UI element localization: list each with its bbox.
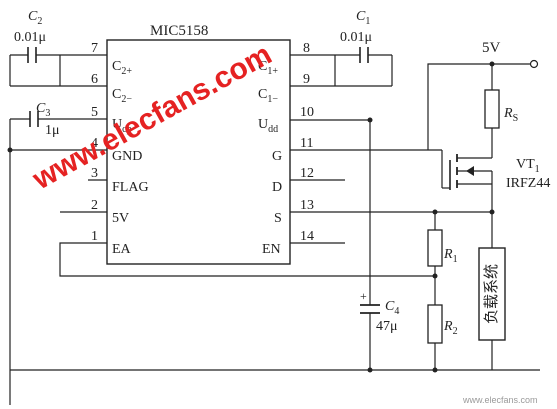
c1-label: C1 bbox=[356, 9, 370, 27]
resistor-rs bbox=[484, 89, 500, 129]
c1-value: 0.01μ bbox=[340, 30, 372, 45]
c2-label: C2 bbox=[28, 9, 42, 27]
pin-9-number: 9 bbox=[303, 72, 310, 87]
pin-10-label: Udd bbox=[258, 117, 278, 135]
junction-gnd-left bbox=[7, 147, 13, 153]
pin-11-label: G bbox=[272, 149, 282, 164]
watermark-corner: www.elecfans.com bbox=[462, 395, 538, 405]
pin-11-number: 11 bbox=[300, 136, 313, 151]
r1-label: R1 bbox=[443, 247, 458, 265]
c2-value: 0.01μ bbox=[14, 30, 46, 45]
rs-label: RS bbox=[503, 106, 518, 124]
pin-8-number: 8 bbox=[303, 41, 310, 56]
pin-5-label: Ucp bbox=[112, 117, 132, 135]
pin-10-number: 10 bbox=[300, 105, 314, 120]
watermark-main: www.elecfans.com bbox=[27, 38, 278, 197]
resistor-r2 bbox=[427, 304, 443, 344]
pin-4-label: GND bbox=[112, 149, 142, 164]
pin-7-label: C2+ bbox=[112, 59, 132, 77]
pin-6-number: 6 bbox=[91, 72, 98, 87]
supply-terminal bbox=[529, 59, 539, 69]
pin-9-label: C1− bbox=[258, 87, 278, 105]
mosfet-vt1 bbox=[441, 150, 493, 212]
pin-3-number: 3 bbox=[91, 166, 98, 181]
ic-name: MIC5158 bbox=[150, 23, 208, 39]
vt1-part: IRFZ44 bbox=[506, 176, 550, 191]
pin-7-number: 7 bbox=[91, 41, 98, 56]
pin-8-label: C1+ bbox=[258, 59, 278, 77]
pin-13-number: 13 bbox=[300, 198, 314, 213]
capacitor-c2 bbox=[9, 47, 61, 87]
pin-1-label: EA bbox=[112, 242, 132, 257]
junction-gnd-r2 bbox=[432, 367, 438, 373]
pin-14-label: EN bbox=[262, 242, 281, 257]
r2-label: R2 bbox=[443, 319, 458, 337]
pin-12-label: D bbox=[272, 180, 282, 195]
c4-polarity: + bbox=[360, 289, 367, 303]
wire-supply bbox=[427, 63, 530, 150]
pin-14-number: 14 bbox=[300, 229, 314, 244]
pin-2-number: 2 bbox=[91, 198, 98, 213]
pin-12-number: 12 bbox=[300, 166, 314, 181]
capacitor-c1 bbox=[334, 47, 393, 87]
c4-label: C4 bbox=[385, 299, 399, 317]
c3-label: C3 bbox=[36, 101, 50, 119]
pin-13-label: S bbox=[274, 211, 282, 226]
wire-ea-feedback bbox=[59, 242, 435, 277]
c3-value: 1μ bbox=[45, 123, 60, 138]
capacitor-c3 bbox=[9, 111, 60, 370]
load-system-label: 负载系统 bbox=[483, 264, 500, 324]
junction-gnd-c4 bbox=[367, 367, 373, 373]
pin-1-number: 1 bbox=[91, 229, 98, 244]
pin-6-label: C2− bbox=[112, 87, 132, 105]
resistor-r1 bbox=[427, 229, 443, 267]
pin-4-number: 4 bbox=[91, 136, 98, 151]
pin-5-number: 5 bbox=[91, 105, 98, 120]
ic-body bbox=[106, 39, 291, 265]
pin-3-label: FLAG bbox=[112, 180, 149, 195]
c4-value: 47μ bbox=[376, 319, 398, 334]
pin-2-label: 5V bbox=[112, 211, 129, 226]
junction-udd bbox=[367, 117, 373, 123]
vt1-label: VT1 bbox=[516, 157, 540, 175]
supply-label: 5V bbox=[482, 40, 501, 56]
